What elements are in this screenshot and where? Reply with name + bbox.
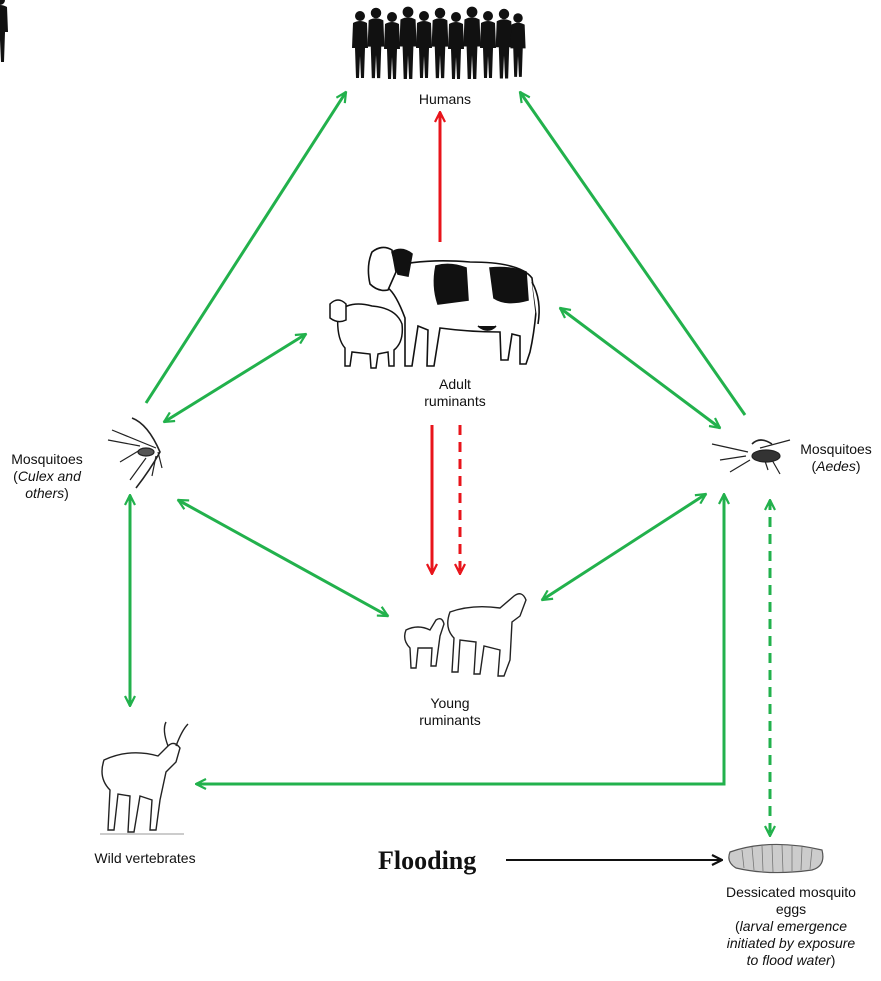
wild-vertebrates-label: Wild vertebrates: [75, 850, 215, 867]
flooding-label: Flooding: [378, 846, 476, 876]
eggs-label: Dessicated mosquito eggs (larval emergen…: [702, 884, 880, 969]
arrow-culex-young-ruminants: [178, 500, 388, 616]
sheep-icon: [330, 300, 402, 368]
mosquitoes-culex-label: Mosquitoes (Culex and others): [2, 451, 92, 502]
arrow-aedes-to-humans: [520, 92, 745, 415]
mosquito-eggs-icon: [729, 844, 823, 872]
culex-mosquito-icon: [108, 418, 162, 488]
antelope-icon: [100, 722, 188, 834]
young-ruminants-label: Young ruminants: [390, 695, 510, 729]
people-silhouette-icon: [0, 0, 526, 79]
aedes-mosquito-icon: [712, 440, 790, 474]
mosquitoes-aedes-label: Mosquitoes (Aedes): [792, 441, 880, 475]
arrow-culex-adult-ruminants: [164, 334, 306, 422]
arrow-aedes-adult-ruminants: [560, 308, 720, 428]
humans-label: Humans: [400, 91, 490, 108]
arrow-culex-to-humans: [146, 92, 346, 403]
calf-and-lamb-icon: [405, 594, 526, 676]
arrow-aedes-young-ruminants: [542, 494, 706, 600]
adult-ruminants-label: Adult ruminants: [395, 376, 515, 410]
